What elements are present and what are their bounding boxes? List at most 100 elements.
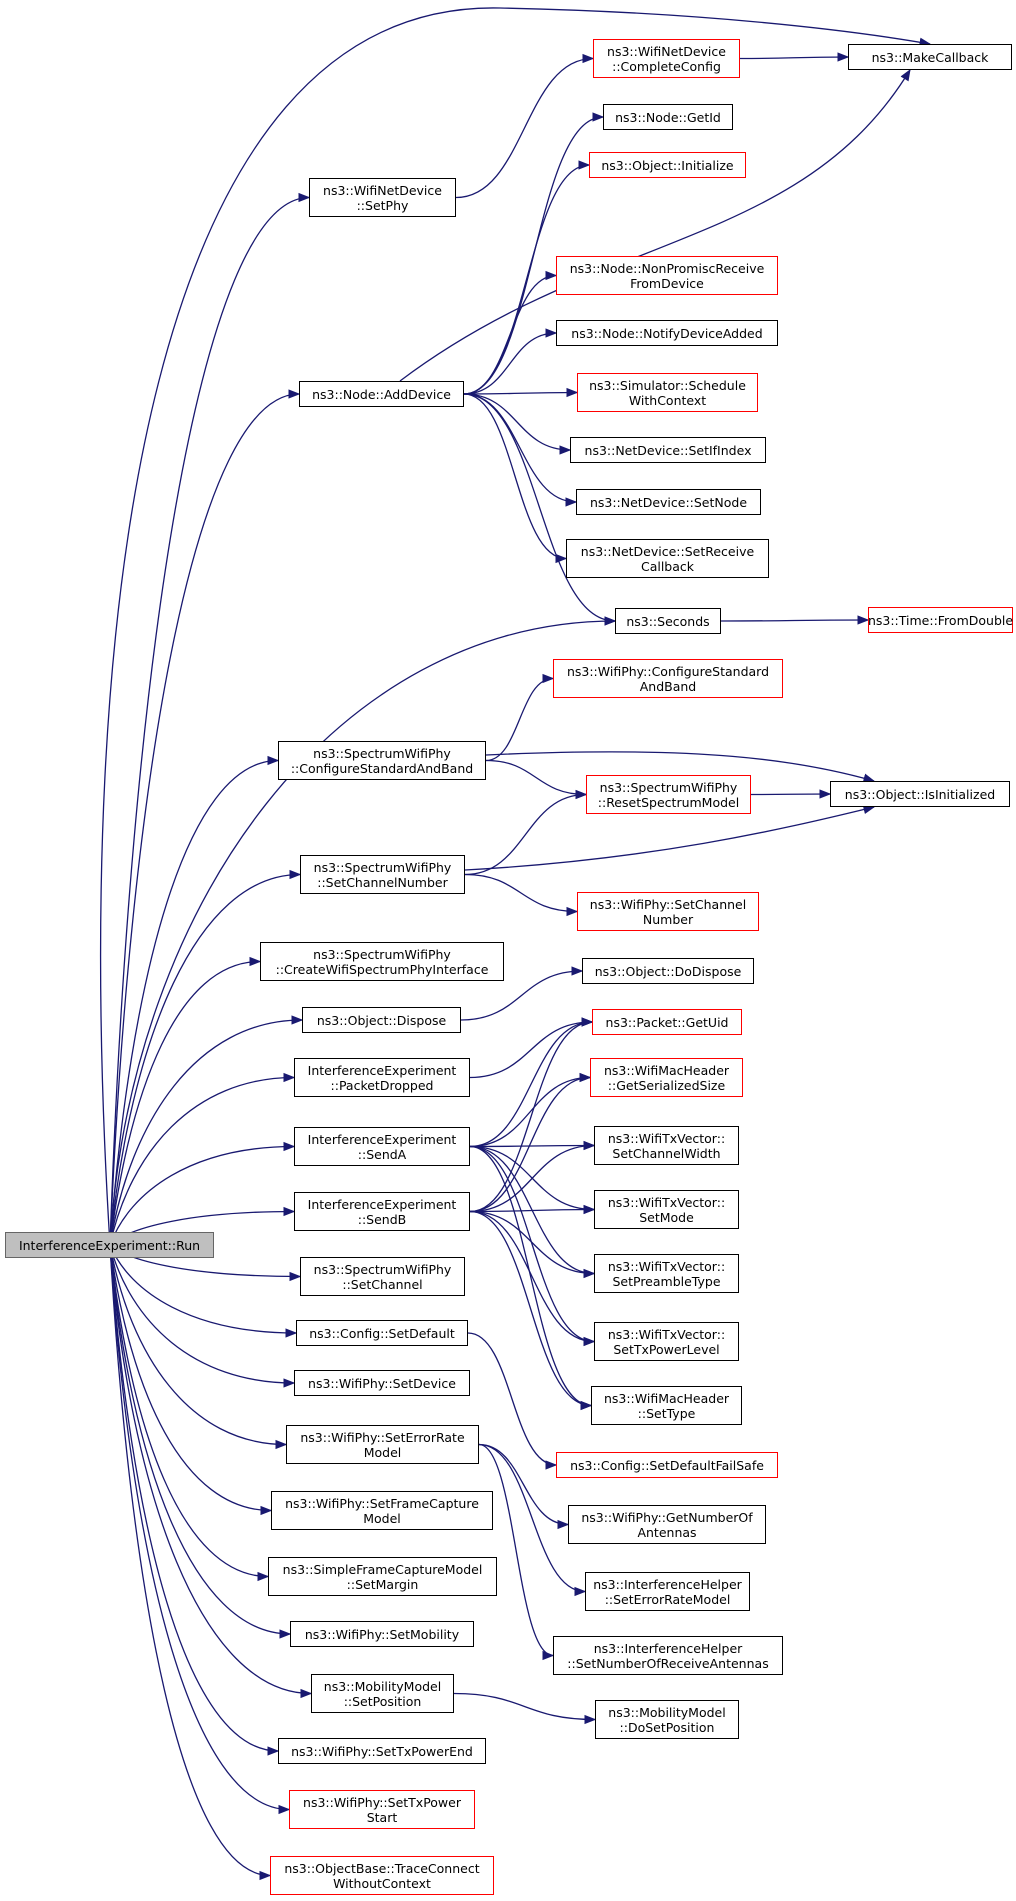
node-makecallback[interactable]: ns3::MakeCallback bbox=[848, 44, 1012, 70]
node-label-line: Model bbox=[363, 1510, 401, 1526]
node-label-line: Callback bbox=[640, 558, 695, 574]
node-label-line: WithContext bbox=[628, 392, 707, 408]
node-ie-sendb[interactable]: InterferenceExperiment::SendB bbox=[294, 1192, 470, 1231]
node-wmh-settype[interactable]: ns3::WifiMacHeader::SetType bbox=[591, 1386, 742, 1425]
node-label-line: ns3::InterferenceHelper bbox=[593, 1576, 742, 1592]
node-mm-setposition[interactable]: ns3::MobilityModel::SetPosition bbox=[311, 1674, 454, 1713]
node-object-initialize[interactable]: ns3::Object::Initialize bbox=[589, 152, 746, 178]
node-label-line: ns3::WifiPhy::SetMobility bbox=[304, 1626, 460, 1642]
node-label-line: SetChannelWidth bbox=[612, 1145, 721, 1161]
node-node-adddevice[interactable]: ns3::Node::AddDevice bbox=[299, 381, 464, 407]
node-label-line: ns3::MobilityModel bbox=[323, 1678, 442, 1694]
node-wtv-setmode[interactable]: ns3::WifiTxVector::SetMode bbox=[594, 1190, 739, 1229]
node-object-dispose[interactable]: ns3::Object::Dispose bbox=[302, 1007, 461, 1033]
edge-node-adddevice-to-seconds bbox=[463, 393, 617, 626]
node-label-line: SetPreambleType bbox=[612, 1273, 721, 1289]
node-wifinetdev-setphy[interactable]: ns3::WifiNetDevice::SetPhy bbox=[309, 178, 456, 217]
node-ih-setnumrx[interactable]: ns3::InterferenceHelper::SetNumberOfRece… bbox=[553, 1636, 783, 1675]
node-label-line: ns3::Node::AddDevice bbox=[312, 386, 451, 402]
node-label-line: ::ConfigureStandardAndBand bbox=[290, 760, 474, 776]
node-label-line: ::SetPosition bbox=[343, 1693, 422, 1709]
node-label-line: ns3::WifiPhy::ConfigureStandard bbox=[566, 663, 770, 679]
node-label-line: ns3::WifiPhy::SetFrameCapture bbox=[285, 1495, 479, 1511]
node-label-line: ::DoSetPosition bbox=[619, 1719, 715, 1735]
edge-swp-resetspec-to-object-isinit bbox=[750, 789, 832, 799]
edge-run-to-wp-setdevice bbox=[109, 1244, 296, 1388]
node-wtv-setchanwidth[interactable]: ns3::WifiTxVector::SetChannelWidth bbox=[594, 1126, 739, 1165]
edge-ie-senda-to-packet-getuid bbox=[469, 1017, 594, 1148]
node-node-notify[interactable]: ns3::Node::NotifyDeviceAdded bbox=[556, 320, 778, 346]
node-node-getid[interactable]: ns3::Node::GetId bbox=[603, 104, 733, 130]
node-label-line: ::SetMargin bbox=[346, 1576, 419, 1592]
node-swp-setchannel[interactable]: ns3::SpectrumWifiPhy::SetChannel bbox=[300, 1257, 465, 1296]
node-object-dodispose[interactable]: ns3::Object::DoDispose bbox=[582, 958, 754, 984]
node-nd-setnode[interactable]: ns3::NetDevice::SetNode bbox=[576, 489, 761, 515]
edge-swp-setchannum-to-object-isinit bbox=[464, 804, 876, 871]
edge-wp-seterrrate-to-ih-setnumrx bbox=[478, 1443, 555, 1661]
edge-run-to-sfcm-setmargin bbox=[109, 1244, 270, 1582]
node-wp-setmobility[interactable]: ns3::WifiPhy::SetMobility bbox=[290, 1621, 474, 1647]
node-swp-setchannum[interactable]: ns3::SpectrumWifiPhy::SetChannelNumber bbox=[300, 855, 465, 894]
edge-object-dispose-to-object-dodispose bbox=[460, 966, 584, 1021]
node-label-line: ns3::NetDevice::SetNode bbox=[589, 494, 748, 510]
node-label-line: ns3::WifiPhy::SetTxPowerEnd bbox=[291, 1743, 473, 1759]
node-label-line: ns3::SpectrumWifiPhy bbox=[313, 946, 451, 962]
edge-run-to-wp-setmobility bbox=[109, 1244, 292, 1639]
node-label-line: ns3::SimpleFrameCaptureModel bbox=[282, 1561, 483, 1577]
node-ih-seterrrate[interactable]: ns3::InterferenceHelper::SetErrorRateMod… bbox=[585, 1572, 750, 1611]
node-label-line: ns3::Object::Dispose bbox=[316, 1012, 447, 1028]
node-label-line: Number bbox=[642, 911, 694, 927]
edge-run-to-seconds bbox=[109, 616, 617, 1246]
edge-mm-setposition-to-mm-dosetposition bbox=[453, 1692, 597, 1725]
edge-wifinetdev-setphy-to-completeconfig bbox=[455, 53, 595, 199]
node-mm-dosetposition[interactable]: ns3::MobilityModel::DoSetPosition bbox=[595, 1700, 739, 1739]
node-label-line: ::CompleteConfig bbox=[612, 58, 721, 74]
node-label-line: ns3::WifiTxVector:: bbox=[607, 1258, 726, 1274]
node-completeconfig[interactable]: ns3::WifiNetDevice::CompleteConfig bbox=[593, 39, 740, 78]
node-config-setdefault[interactable]: ns3::Config::SetDefault bbox=[296, 1320, 468, 1346]
node-swp-configstd[interactable]: ns3::SpectrumWifiPhy::ConfigureStandardA… bbox=[278, 741, 486, 780]
node-wtv-settxpower[interactable]: ns3::WifiTxVector::SetTxPowerLevel bbox=[594, 1322, 739, 1361]
node-swp-createiface[interactable]: ns3::SpectrumWifiPhy::CreateWifiSpectrum… bbox=[260, 942, 504, 981]
edge-run-to-wp-settxpowerstart bbox=[109, 1244, 291, 1815]
edge-node-adddevice-to-sim-schedule bbox=[463, 387, 579, 398]
node-label-line: ns3::Node::GetId bbox=[615, 109, 721, 125]
node-wmh-getsersize[interactable]: ns3::WifiMacHeader::GetSerializedSize bbox=[590, 1058, 743, 1097]
node-nd-setifindex[interactable]: ns3::NetDevice::SetIfIndex bbox=[570, 437, 766, 463]
node-label-line: ns3::WifiTxVector:: bbox=[607, 1130, 726, 1146]
node-wp-setdevice[interactable]: ns3::WifiPhy::SetDevice bbox=[294, 1370, 470, 1396]
node-label-line: Start bbox=[366, 1809, 398, 1825]
node-wtv-setpreamble[interactable]: ns3::WifiTxVector::SetPreambleType bbox=[594, 1254, 739, 1293]
node-label-line: ::SetErrorRateModel bbox=[604, 1591, 731, 1607]
node-ie-packetdropped[interactable]: InterferenceExperiment::PacketDropped bbox=[294, 1058, 470, 1097]
node-swp-resetspec[interactable]: ns3::SpectrumWifiPhy::ResetSpectrumModel bbox=[586, 775, 751, 814]
node-time-fromdouble[interactable]: ns3::Time::FromDouble bbox=[868, 607, 1013, 633]
node-label-line: ::ResetSpectrumModel bbox=[597, 794, 740, 810]
node-label-line: Model bbox=[363, 1444, 402, 1460]
node-run[interactable]: InterferenceExperiment::Run bbox=[5, 1232, 214, 1258]
node-config-failsafe[interactable]: ns3::Config::SetDefaultFailSafe bbox=[556, 1452, 778, 1478]
node-label-line: ns3::WifiPhy::SetDevice bbox=[308, 1375, 456, 1391]
node-object-isinit[interactable]: ns3::Object::IsInitialized bbox=[830, 781, 1010, 807]
node-sfcm-setmargin[interactable]: ns3::SimpleFrameCaptureModel::SetMargin bbox=[268, 1557, 497, 1596]
node-label-line: ::SetPhy bbox=[356, 197, 409, 213]
node-label-line: ::SetType bbox=[637, 1405, 696, 1421]
node-seconds[interactable]: ns3::Seconds bbox=[615, 608, 721, 634]
node-packet-getuid[interactable]: ns3::Packet::GetUid bbox=[592, 1009, 742, 1035]
node-wp-settxpowerend[interactable]: ns3::WifiPhy::SetTxPowerEnd bbox=[278, 1738, 486, 1764]
node-label-line: ns3::Simulator::Schedule bbox=[589, 377, 746, 393]
node-ie-senda[interactable]: InterferenceExperiment::SendA bbox=[294, 1127, 470, 1166]
node-label-line: ns3::WifiNetDevice bbox=[323, 182, 442, 198]
edge-ie-sendb-to-wtv-setpreamble bbox=[469, 1210, 596, 1279]
